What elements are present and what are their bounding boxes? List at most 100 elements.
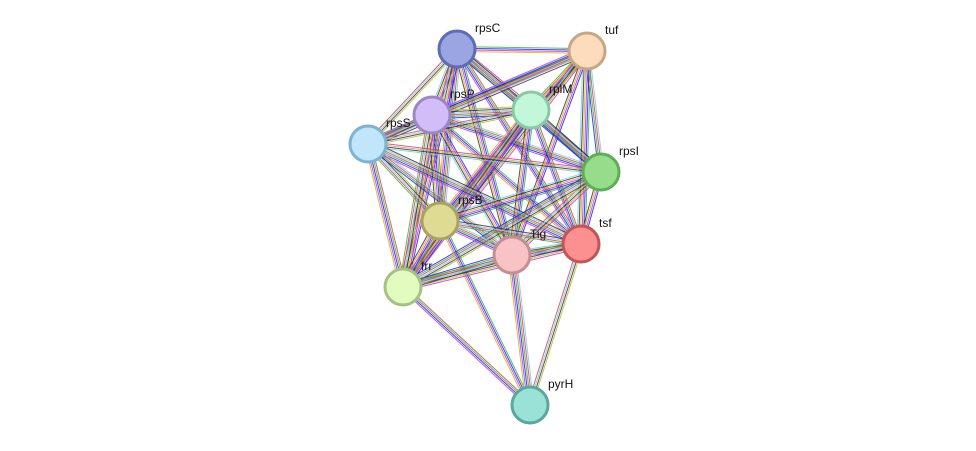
edge-line <box>401 109 531 287</box>
edge-rpsS-rpsI <box>367 141 602 175</box>
edge-line <box>456 48 513 256</box>
edge-line <box>368 52 589 147</box>
edge-line <box>370 143 407 287</box>
node-tig[interactable]: Tig <box>492 227 546 275</box>
edge-line <box>403 286 531 405</box>
node-label-tig: Tig <box>530 227 546 241</box>
edge-line <box>404 111 534 289</box>
edge-line <box>403 247 583 292</box>
edge-line <box>528 243 581 405</box>
edge-line <box>367 143 404 288</box>
network-edges <box>364 45 604 408</box>
node-rpsI[interactable]: rpsI <box>581 144 639 192</box>
node-circle-tig[interactable] <box>492 235 532 275</box>
edge-line <box>367 107 531 143</box>
edge-rpsC-rpsS <box>365 47 460 146</box>
edge-line <box>456 49 587 53</box>
node-circle-rplM[interactable] <box>511 90 551 130</box>
edge-line <box>457 47 588 51</box>
edge-line <box>366 147 580 249</box>
edge-line <box>432 114 582 244</box>
edge-line <box>400 108 530 286</box>
edge-line <box>509 255 529 406</box>
edge-line <box>440 218 582 243</box>
edge-line <box>403 244 582 289</box>
edge-line <box>403 49 459 288</box>
edge-tuf-tsf <box>576 50 592 245</box>
edge-line <box>512 172 603 257</box>
edge-rpsC-tuf <box>456 46 588 54</box>
edge-line <box>439 221 581 246</box>
node-circle-rpsI[interactable] <box>581 152 621 192</box>
edge-line <box>515 254 535 405</box>
edge-line <box>369 141 514 254</box>
edge-line <box>441 49 460 222</box>
node-pyrH[interactable]: pyrH <box>510 377 573 425</box>
node-rplM[interactable]: rplM <box>511 82 572 130</box>
edge-line <box>366 145 511 258</box>
node-circle-pyrH[interactable] <box>510 385 550 425</box>
node-frr[interactable]: frr <box>383 259 432 307</box>
edge-line <box>400 168 600 284</box>
node-circle-rpsC[interactable] <box>437 29 477 69</box>
edge-line <box>368 51 588 146</box>
edge-line <box>588 50 604 172</box>
edge-line <box>527 243 580 405</box>
edge-line <box>404 175 604 291</box>
edge-line <box>454 50 580 246</box>
node-label-rpsC: rpsC <box>475 21 501 35</box>
edge-line <box>439 169 601 220</box>
edge-line <box>507 255 527 406</box>
edge-line <box>528 110 580 246</box>
node-rpsC[interactable]: rpsC <box>437 21 501 69</box>
edge-line <box>368 111 532 147</box>
node-circle-rpsS[interactable] <box>348 124 388 164</box>
edge-rpsB-tsf <box>439 218 582 247</box>
edge-line <box>432 111 603 170</box>
edge-line <box>368 142 582 244</box>
edge-line <box>401 288 529 408</box>
edge-line <box>456 50 587 54</box>
network-nodes: rpsC tuf rpsP rplM rpsS rpsI rpsB tsf Tig frr pyrH <box>348 21 639 425</box>
edge-line <box>438 167 600 218</box>
edge-rpsB-pyrH <box>437 219 533 407</box>
edge-rpsC-tig <box>453 48 516 256</box>
edge-line <box>403 245 582 290</box>
edge-line <box>368 49 458 145</box>
node-label-rplM: rplM <box>549 82 572 96</box>
node-circle-tsf[interactable] <box>561 224 601 264</box>
edge-line <box>511 171 602 256</box>
edge-line <box>576 50 584 244</box>
edge-line <box>440 219 582 244</box>
edge-line <box>439 170 601 221</box>
node-circle-frr[interactable] <box>383 267 423 307</box>
edge-tsf-pyrH <box>527 243 584 406</box>
edge-line <box>441 219 533 405</box>
node-rpsB[interactable]: rpsB <box>420 193 483 241</box>
node-tsf[interactable]: tsf <box>561 216 612 264</box>
edge-line <box>510 255 530 406</box>
node-tuf[interactable]: tuf <box>567 23 619 71</box>
edge-line <box>398 114 429 287</box>
node-rpsS[interactable]: rpsS <box>348 116 411 164</box>
edge-tuf-rpsS <box>366 46 589 149</box>
node-label-rpsB: rpsB <box>458 193 483 207</box>
node-circle-rpsB[interactable] <box>420 201 460 241</box>
edge-line <box>367 108 531 144</box>
edge-line <box>454 49 511 256</box>
node-label-pyrH: pyrH <box>548 377 573 391</box>
edge-line <box>431 115 581 245</box>
node-label-rpsI: rpsI <box>619 144 639 158</box>
edge-line <box>581 51 589 245</box>
edge-line <box>438 221 530 406</box>
edge-line <box>367 145 601 175</box>
node-rpsP[interactable]: rpsP <box>412 87 475 135</box>
edge-line <box>531 244 584 406</box>
edge-line <box>458 48 515 255</box>
node-circle-rpsP[interactable] <box>412 95 452 135</box>
node-label-rpsS: rpsS <box>386 116 411 130</box>
edge-line <box>439 222 581 247</box>
node-circle-tuf[interactable] <box>567 31 607 71</box>
edge-line <box>433 112 583 243</box>
